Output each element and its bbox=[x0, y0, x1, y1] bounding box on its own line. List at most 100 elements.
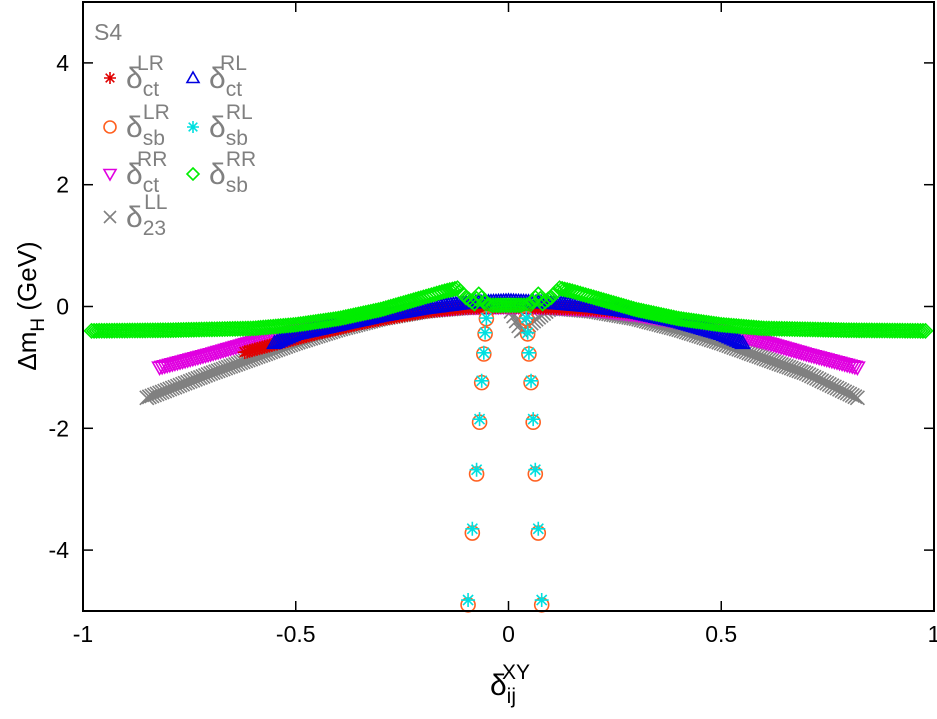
legend-label-sub: sb bbox=[226, 127, 248, 150]
data-point-sb_RR bbox=[360, 304, 377, 321]
data-point-sb_RL bbox=[461, 593, 476, 608]
data-point-sb_RR bbox=[778, 320, 796, 338]
data-point-sb_RR bbox=[508, 297, 525, 314]
data-point-sb_RR bbox=[468, 290, 485, 308]
data-point-sb_RR bbox=[771, 320, 788, 337]
x-tick-label: -1 bbox=[73, 621, 93, 647]
data-point-sb_RR bbox=[765, 320, 783, 337]
data-point-23_LL bbox=[177, 375, 193, 391]
legend-label-ct_LR: δctLR bbox=[126, 52, 164, 101]
data-point-23_LL bbox=[141, 389, 157, 405]
legend-label-sub: sb bbox=[143, 127, 165, 150]
data-point-23_LL bbox=[849, 390, 865, 406]
y-axis-label-sub: H bbox=[28, 318, 49, 332]
data-point-sb_RR bbox=[796, 321, 814, 338]
data-point-23_LL bbox=[164, 380, 180, 396]
x-tick-label: 1 bbox=[928, 621, 937, 647]
legend-marker-sb_RL bbox=[187, 121, 199, 133]
y-tick-label: -4 bbox=[49, 537, 70, 563]
data-point-sb_RR bbox=[439, 282, 456, 299]
legend-item-ct_RL: δctRL bbox=[185, 52, 247, 101]
data-point-sb_RR bbox=[820, 321, 837, 338]
data-point-sb_RL bbox=[534, 593, 549, 608]
data-point-sb_RR bbox=[738, 318, 755, 336]
data-point-23_LL bbox=[814, 373, 830, 389]
data-point-23_LL bbox=[169, 378, 186, 394]
data-point-sb_RR bbox=[784, 320, 801, 338]
legend-label-sb_LR: δsbLR bbox=[126, 101, 170, 150]
data-point-sb_RL bbox=[469, 462, 484, 477]
data-point-sb_RR bbox=[740, 319, 757, 336]
legend-item-sb_LR: δsbLR bbox=[103, 101, 170, 150]
data-point-sb_RR bbox=[748, 319, 765, 336]
data-point-23_LL bbox=[798, 365, 814, 382]
legend-label-sup: RL bbox=[220, 52, 247, 75]
legend-label-sub: ct bbox=[143, 78, 160, 101]
legend-label-sub: ct bbox=[143, 174, 160, 197]
data-point-23_LL bbox=[824, 378, 840, 394]
data-point-23_LL bbox=[190, 370, 206, 386]
legend-label-sup: RL bbox=[226, 101, 253, 124]
data-point-sb_RR bbox=[335, 309, 352, 326]
legend-label-base: δ bbox=[126, 201, 143, 234]
data-point-23_LL bbox=[803, 368, 820, 384]
legend-item-ct_RR: δct RR bbox=[102, 148, 167, 197]
data-point-23_LL bbox=[847, 389, 863, 405]
data-point-23_LL bbox=[806, 369, 822, 385]
y-tick-label: 2 bbox=[56, 172, 69, 198]
data-point-sb_RR bbox=[357, 304, 374, 321]
legend-item-23_LL: δ23LL bbox=[103, 191, 167, 240]
y-tick-label: 4 bbox=[56, 50, 69, 76]
legend-label-sup: RR bbox=[226, 148, 256, 171]
legend-item-sb_RR: δsbRR bbox=[185, 148, 256, 197]
data-point-23_LL bbox=[796, 365, 812, 381]
data-point-sb_RR bbox=[758, 320, 775, 337]
data-point-sb_RR bbox=[786, 320, 803, 338]
data-point-sb_RR bbox=[830, 321, 847, 339]
data-point-23_LL bbox=[185, 372, 201, 388]
data-point-23_LL bbox=[816, 374, 832, 390]
data-point-23_LL bbox=[175, 376, 191, 392]
data-point-ct_RL bbox=[734, 334, 751, 350]
data-point-23_LL bbox=[837, 384, 853, 400]
data-point-sb_RR bbox=[768, 320, 785, 337]
data-point-23_LL bbox=[154, 384, 170, 400]
legend-label-sup: RR bbox=[137, 148, 167, 171]
y-axis-label: ΔmH (GeV) bbox=[12, 241, 49, 370]
data-point-sb_RR bbox=[352, 305, 369, 322]
data-point-sb_RR bbox=[776, 320, 793, 337]
data-point-ct_RL bbox=[268, 333, 286, 348]
data-point-sb_RR bbox=[912, 322, 929, 339]
data-point-ct_RL bbox=[276, 329, 294, 345]
data-point-sb_RR bbox=[730, 318, 747, 335]
data-point-sb_RL bbox=[524, 373, 539, 388]
y-axis-label-prefix: Δm bbox=[12, 332, 42, 371]
data-point-23_LL bbox=[149, 386, 165, 402]
x-tick-label: 0 bbox=[502, 621, 515, 647]
data-point-23_LL bbox=[844, 387, 860, 403]
x-tick-label: -0.5 bbox=[276, 621, 316, 647]
legend-label-ct_RR: δct RR bbox=[126, 148, 167, 197]
data-point-ct_RL bbox=[731, 333, 749, 348]
data-point-sb_RR bbox=[814, 321, 832, 338]
data-point-sb_RR bbox=[735, 318, 752, 335]
data-point-ct_RL bbox=[266, 334, 283, 350]
data-point-sb_RR bbox=[802, 321, 819, 338]
data-point-23_LL bbox=[162, 381, 178, 397]
data-point-sb_RR bbox=[713, 316, 730, 333]
data-point-sb_RL bbox=[465, 521, 480, 536]
legend-label-base: δ bbox=[126, 62, 143, 95]
data-point-23_LL bbox=[182, 373, 198, 389]
data-point-sb_RR bbox=[794, 321, 811, 338]
series-sb_RL bbox=[461, 311, 549, 608]
legend-label-base: δ bbox=[126, 158, 143, 191]
data-point-23_LL bbox=[842, 386, 858, 402]
data-point-sb_RR bbox=[362, 303, 379, 320]
legend-label-sup: LR bbox=[143, 101, 170, 124]
legend-label-sub: 23 bbox=[143, 217, 166, 240]
legend-marker-sb_LR bbox=[103, 120, 117, 134]
data-point-sb_RR bbox=[370, 301, 387, 319]
data-point-sb_RL bbox=[478, 325, 493, 340]
legend-marker-sb_RR bbox=[185, 166, 201, 182]
